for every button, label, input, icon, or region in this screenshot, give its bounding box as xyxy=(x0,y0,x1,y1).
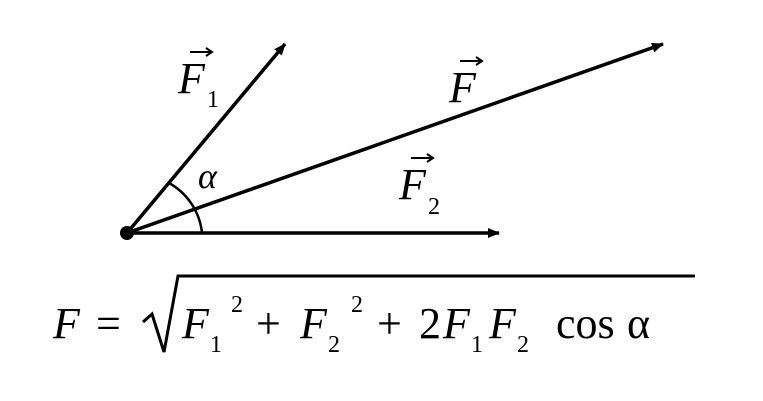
formula-prod2-symbol: F xyxy=(488,299,517,348)
label-f-vector-arrow xyxy=(460,56,484,66)
angle-arc xyxy=(168,181,204,234)
formula-coefficient: 2 xyxy=(419,299,441,348)
label-f1-vector-arrow xyxy=(190,47,214,57)
formula-term2-symbol: F xyxy=(299,299,328,348)
formula-term1-subscript: 1 xyxy=(210,332,222,358)
formula-term2-subscript: 2 xyxy=(328,332,340,358)
label-f2-vector-arrow xyxy=(411,153,435,163)
formula-term1-symbol: F xyxy=(181,299,210,348)
label-f2-symbol: F xyxy=(398,160,427,209)
formula-plus-2: + xyxy=(377,299,402,348)
label-f1: F 1 xyxy=(177,47,219,113)
formula-prod1-symbol: F xyxy=(442,299,471,348)
formula-prod1-subscript: 1 xyxy=(471,332,483,358)
label-f2-subscript: 2 xyxy=(428,194,440,220)
sqrt-sign xyxy=(142,274,695,353)
label-f1-subscript: 1 xyxy=(207,87,219,113)
origin-point xyxy=(120,226,134,240)
formula: F = F 1 2 + F 2 2 + 2 F 1 F 2 cos α xyxy=(52,274,695,358)
vector-f1-arrow xyxy=(125,42,287,235)
formula-alpha: α xyxy=(627,299,650,348)
formula-plus-1: + xyxy=(256,299,281,348)
vector-f-resultant-arrow xyxy=(126,42,664,235)
label-f-symbol: F xyxy=(448,63,477,112)
angle-label: α xyxy=(198,156,218,196)
formula-term2-exponent: 2 xyxy=(351,292,363,318)
formula-prod2-subscript: 2 xyxy=(517,332,529,358)
label-f2: F 2 xyxy=(398,153,440,220)
formula-term1-exponent: 2 xyxy=(231,292,243,318)
formula-cos: cos xyxy=(556,299,615,348)
label-f: F xyxy=(448,56,484,112)
formula-equals: = xyxy=(96,299,121,348)
label-f1-symbol: F xyxy=(177,54,206,103)
formula-lhs: F xyxy=(52,299,81,348)
